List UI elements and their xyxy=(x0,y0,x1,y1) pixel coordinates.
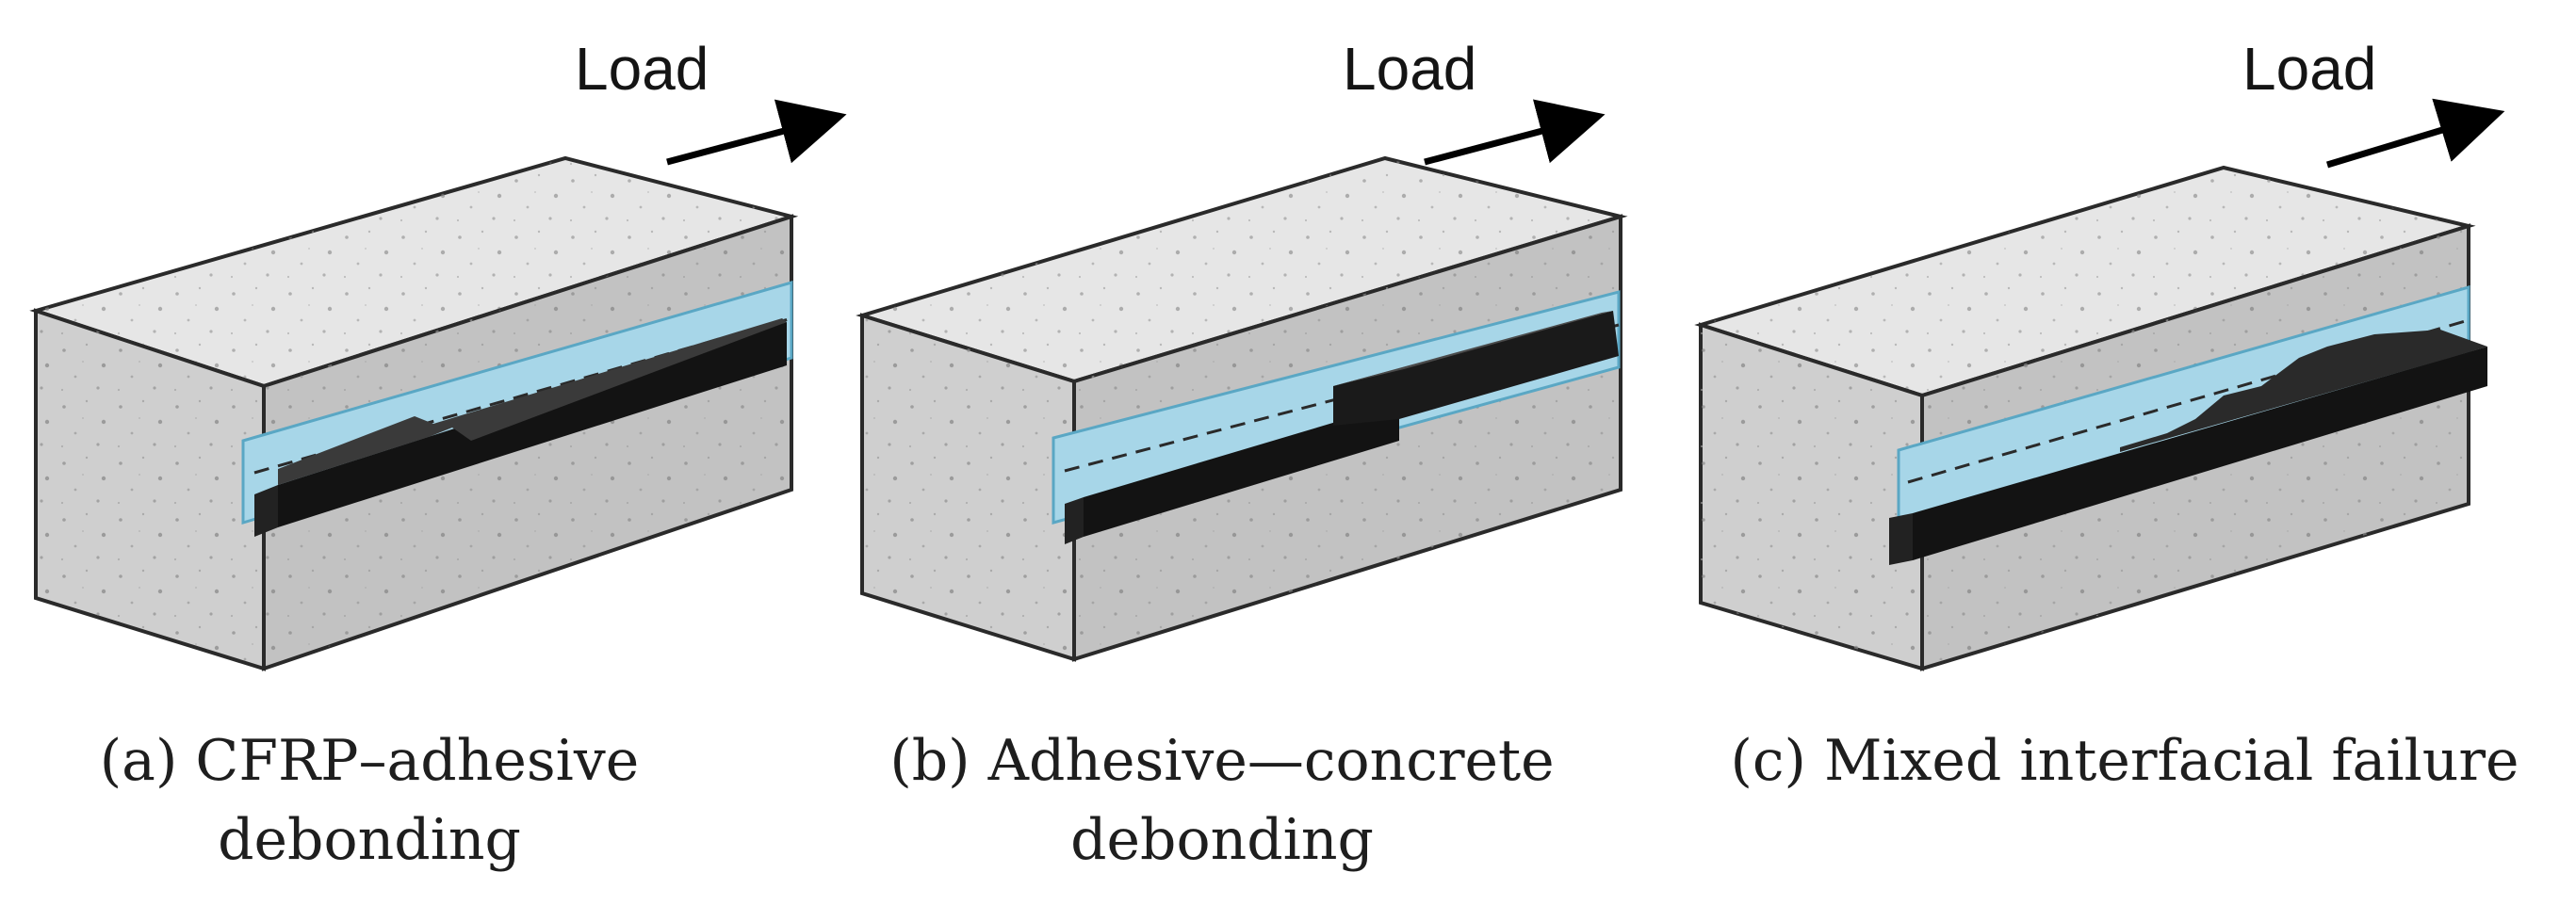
cfrp-strip xyxy=(254,318,787,537)
panel-caption-line-1: (c) Mixed interfacial failure xyxy=(1730,728,2519,794)
panel-c: Load (c) Mixed interfacial failure xyxy=(1694,35,2519,794)
load-label: Load xyxy=(575,35,709,103)
cfrp-strip xyxy=(1065,311,1619,544)
load-label: Load xyxy=(1343,35,1476,103)
load-arrow xyxy=(666,99,847,166)
panel-a: Load (a) CFRP–adhesive debonding xyxy=(29,35,847,873)
load-arrow xyxy=(2325,98,2505,169)
panel-caption-line-2: debonding xyxy=(1070,807,1374,873)
load-label: Load xyxy=(2242,35,2376,103)
panel-b: Load (b) Adhesive—concrete debonding xyxy=(856,35,1628,873)
panel-caption-line-1: (b) Adhesive—concrete xyxy=(889,728,1554,794)
load-arrow xyxy=(1424,99,1606,166)
panel-caption-line-1: (a) CFRP–adhesive xyxy=(100,728,639,794)
panel-caption-line-2: debonding xyxy=(218,807,521,873)
cfrp-strip xyxy=(1889,330,2487,565)
